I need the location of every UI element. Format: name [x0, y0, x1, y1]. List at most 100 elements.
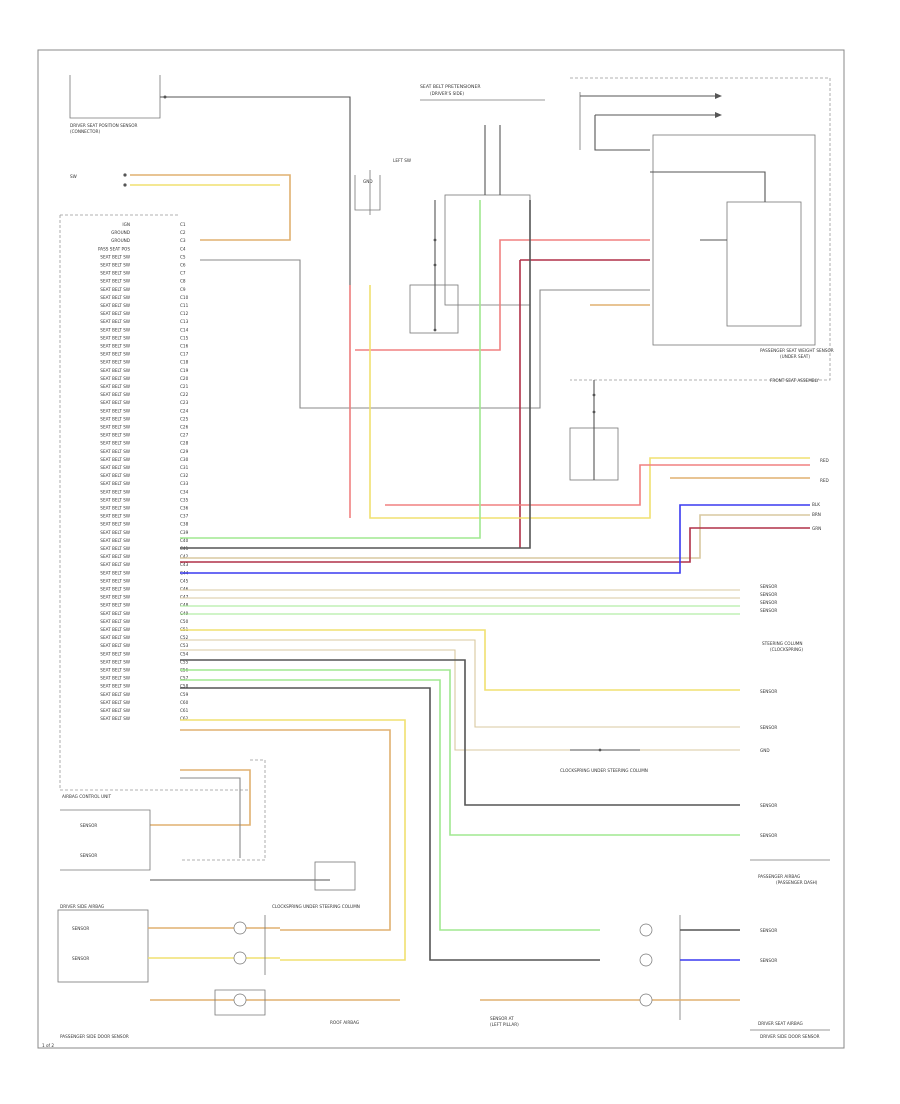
pin-function-label: SEAT BELT SW [100, 263, 130, 268]
pin-number-label: C53 [180, 643, 189, 648]
pin-number-label: C29 [180, 449, 189, 454]
pin-number-label: C32 [180, 473, 189, 478]
pin-number-label: C58 [180, 684, 189, 689]
pin-function-label: SEAT BELT SW [100, 400, 130, 405]
sensor-mid-label: SENSOR AT [490, 1016, 514, 1021]
svg-text:BLK: BLK [812, 502, 820, 507]
svg-text:SENSOR: SENSOR [760, 600, 777, 605]
pin-function-label: SEAT BELT SW [100, 416, 130, 421]
svg-text:SENSOR: SENSOR [760, 833, 777, 838]
passenger-airbag-label: PASSENGER AIRBAG [758, 874, 800, 879]
pin-function-label: SEAT BELT SW [100, 295, 130, 300]
pin-number-label: C57 [180, 676, 189, 681]
pin-number-label: C39 [180, 530, 189, 535]
pin-function-label: SEAT BELT SW [100, 684, 130, 689]
pin-number-label: C19 [180, 368, 189, 373]
svg-text:SENSOR: SENSOR [72, 926, 89, 931]
pin-number-label: C24 [180, 408, 189, 413]
pin-number-label: C50 [180, 619, 189, 624]
pin-number-label: C18 [180, 360, 189, 365]
pin-function-label: SEAT BELT SW [100, 497, 130, 502]
pin-function-label: SEAT BELT SW [100, 692, 130, 697]
pin-number-label: C21 [180, 384, 189, 389]
pin-function-label: SEAT BELT SW [100, 254, 130, 259]
seat-position-sensor-wires: SW [70, 173, 650, 409]
pin-number-label: C30 [180, 457, 189, 462]
pin-function-label: SEAT BELT SW [100, 433, 130, 438]
seat-belt-pretensioner: SEAT BELT PRETENSIONER (DRIVER'S SIDE) [420, 84, 545, 306]
pin-number-label: C37 [180, 514, 189, 519]
pin-number-label: C7 [180, 271, 186, 276]
right-connector-column: RED RED BLK BRN GRN SENSOR SENSOR SENSOR… [679, 458, 830, 1039]
pin-number-label: C14 [180, 327, 189, 332]
driver-side-door-sensor-label: DRIVER SIDE DOOR SENSOR [760, 1034, 820, 1039]
pin-function-label: SEAT BELT SW [100, 303, 130, 308]
pin-number-label: C4 [180, 246, 186, 251]
pin-function-label: SEAT BELT SW [100, 538, 130, 543]
roof-airbag-label: ROOF AIRBAG [330, 1020, 359, 1025]
pin-function-label: GROUND [111, 230, 130, 235]
pin-function-label: SEAT BELT SW [100, 651, 130, 656]
pin-number-label: C12 [180, 311, 189, 316]
driver-seat-airbag-label: DRIVER SEAT AIRBAG [758, 1021, 803, 1026]
passenger-door-side-label: PASSENGER SIDE DOOR SENSOR [60, 1034, 129, 1039]
pin-number-label: C48 [180, 603, 189, 608]
pin-function-label: SEAT BELT SW [100, 408, 130, 413]
clockspring-left-label: CLOCKSPRING UNDER STEERING COLUMN [272, 904, 360, 909]
pin-function-label: SEAT BELT SW [100, 506, 130, 511]
outer-frame [37, 49, 845, 1049]
svg-text:SENSOR: SENSOR [760, 958, 777, 963]
pin-number-label: C16 [180, 344, 189, 349]
pin-function-label: SEAT BELT SW [100, 514, 130, 519]
pin-function-label: IGN [122, 222, 130, 227]
pin-number-label: C43 [180, 562, 189, 567]
svg-text:SENSOR: SENSOR [760, 584, 777, 589]
pin-number-label: C55 [180, 659, 189, 664]
pin-function-label: SEAT BELT SW [100, 279, 130, 284]
pin-number-label: C3 [180, 238, 186, 243]
pin-number-label: C54 [180, 651, 189, 656]
passenger-airbag-sub: (PASSENGER DASH) [776, 880, 818, 885]
pin-function-label: SEAT BELT SW [100, 627, 130, 632]
center-switch-block: LEFT SW GND [354, 158, 459, 334]
pin-function-label: GROUND [111, 238, 130, 243]
pin-function-label: SEAT BELT SW [100, 384, 130, 389]
pin-function-label: SEAT BELT SW [100, 344, 130, 349]
pretensioner-title: SEAT BELT PRETENSIONER [420, 84, 481, 90]
pin-number-label: C34 [180, 489, 189, 494]
front-seat-assembly-label: FRONT SEAT ASSEMBLY [770, 378, 819, 383]
steering-column-label: STEERING COLUMN [762, 641, 803, 646]
clockspring-mid-label: CLOCKSPRING UNDER STEERING COLUMN [560, 768, 648, 773]
pin-function-label: SEAT BELT SW [100, 668, 130, 673]
pin-function-label: SEAT BELT SW [100, 603, 130, 608]
pin-function-label: SEAT BELT SW [100, 271, 130, 276]
pin-function-label: SEAT BELT SW [100, 619, 130, 624]
page-code: 1 of 2 [42, 1043, 54, 1048]
lower-left-modules: SENSOR SENSOR CLOCKSPRING UNDER STEERING… [42, 809, 360, 1048]
svg-text:SENSOR: SENSOR [80, 823, 97, 828]
pin-number-label: C25 [180, 416, 189, 421]
pin-number-label: C26 [180, 425, 189, 430]
pin-function-label: SEAT BELT SW [100, 335, 130, 340]
pin-number-label: C62 [180, 716, 189, 721]
pin-function-label: SEAT BELT SW [100, 522, 130, 527]
pin-function-label: SEAT BELT SW [100, 595, 130, 600]
pin-number-label: C15 [180, 335, 189, 340]
pin-number-label: C49 [180, 611, 189, 616]
driver-seat-position-sensor-label: DRIVER SEAT POSITION SENSOR [70, 123, 138, 128]
svg-text:GND: GND [760, 748, 770, 753]
steering-column-sub: (CLOCKSPRING) [770, 647, 803, 652]
mid-right-sensor [569, 380, 619, 481]
pin-function-label: SEAT BELT SW [100, 700, 130, 705]
pin-function-label: SEAT BELT SW [100, 473, 130, 478]
pin-number-label: C61 [180, 708, 189, 713]
pin-number-label: C17 [180, 352, 189, 357]
pin-function-label: SEAT BELT SW [100, 327, 130, 332]
pin-number-label: C52 [180, 635, 189, 640]
pin-number-label: C45 [180, 578, 189, 583]
passenger-seat-weight-label: PASSENGER SEAT WEIGHT SENSOR [760, 348, 834, 353]
passenger-seat-weight-sub: (UNDER SEAT) [780, 354, 810, 359]
pin-number-label: C8 [180, 279, 186, 284]
